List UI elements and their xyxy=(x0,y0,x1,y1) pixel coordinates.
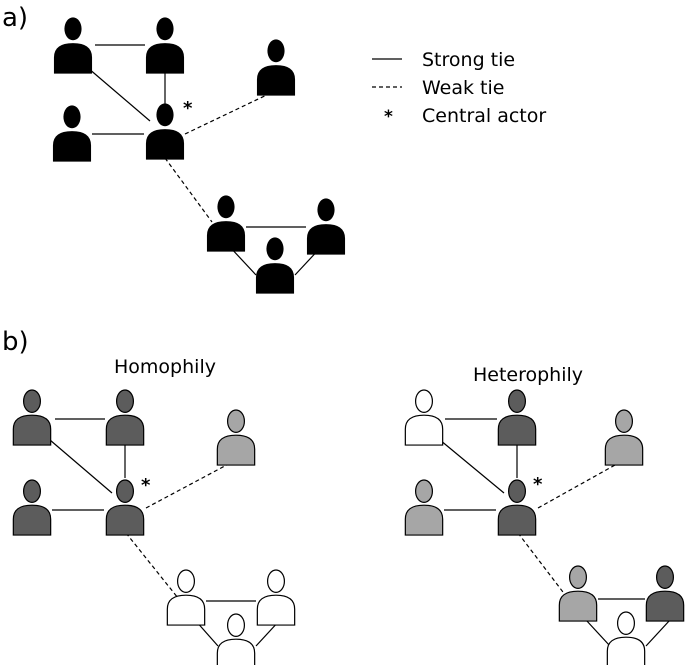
person-icon-cluster-left xyxy=(206,195,246,252)
person-icon-cluster-bottom xyxy=(255,237,295,294)
homophily-title: Homophily xyxy=(114,356,216,378)
panel-a-nodes xyxy=(52,17,346,294)
central-actor-marker: * xyxy=(183,98,193,119)
person-icon-mid-left xyxy=(404,479,444,536)
person-icon-center xyxy=(105,479,145,536)
person-icon-top-right xyxy=(604,409,644,466)
person-icon-top-mid xyxy=(497,389,537,446)
person-icon-mid-left xyxy=(12,479,52,536)
weak-tie xyxy=(125,532,179,599)
person-icon-cluster-bottom xyxy=(216,613,256,665)
person-icon-cluster-left xyxy=(558,565,598,622)
legend-weak-label: Weak tie xyxy=(422,77,504,99)
person-icon-top-left xyxy=(12,389,52,446)
legend-strong-label: Strong tie xyxy=(422,49,515,71)
strong-tie xyxy=(585,619,611,647)
heterophily-title: Heterophily xyxy=(473,364,583,386)
person-icon-cluster-bottom xyxy=(606,611,646,665)
panel-b-label: b) xyxy=(2,327,29,357)
heterophily-nodes xyxy=(404,389,685,665)
person-icon-top-left xyxy=(404,389,444,446)
weak-tie xyxy=(517,532,567,597)
person-icon-cluster-right xyxy=(256,569,296,626)
person-icon-top-mid xyxy=(145,17,185,74)
person-icon-top-right xyxy=(216,409,256,466)
person-icon-mid-left xyxy=(52,105,92,162)
person-icon-top-right xyxy=(256,39,296,96)
legend: Strong tie Weak tie * Central actor xyxy=(372,49,546,127)
strong-tie xyxy=(439,439,505,494)
strong-tie xyxy=(49,439,113,494)
strong-tie xyxy=(645,619,671,647)
person-icon-cluster-right xyxy=(306,198,346,255)
homophily-nodes xyxy=(12,389,296,665)
panel-a-label: a) xyxy=(2,3,28,33)
homophily-central-marker: * xyxy=(141,475,151,496)
person-icon-center xyxy=(145,103,185,160)
strong-tie xyxy=(87,67,151,122)
person-icon-cluster-left xyxy=(166,569,206,626)
person-icon-top-left xyxy=(53,17,93,74)
homophily-ties xyxy=(49,418,281,647)
person-icon-top-mid xyxy=(105,389,145,446)
person-icon-cluster-right xyxy=(645,565,685,622)
heterophily-ties xyxy=(439,418,671,647)
weak-tie xyxy=(145,459,237,509)
weak-tie xyxy=(164,157,213,223)
legend-central-label: Central actor xyxy=(422,105,546,127)
heterophily-central-marker: * xyxy=(533,474,543,495)
weak-tie xyxy=(537,459,625,509)
person-icon-center xyxy=(497,479,537,536)
weak-tie xyxy=(184,90,276,135)
legend-central-marker: * xyxy=(384,107,393,127)
